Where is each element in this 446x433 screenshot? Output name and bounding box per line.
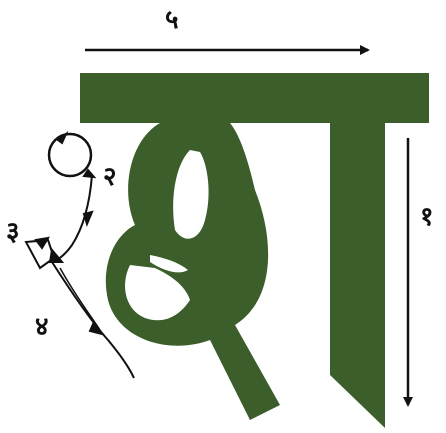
stroke-2-loop [49,134,91,176]
label-stroke-2: २ [103,162,117,192]
label-stroke-5: ५ [165,5,179,35]
stroke-3-arrowhead [36,238,48,248]
label-stroke-1: १ [420,202,434,232]
stroke-4-arrowhead [90,322,102,334]
vertical-stem [330,123,385,428]
headline-bar [80,73,429,123]
label-stroke-3: ३ [6,217,20,247]
stroke-2-arrowhead [84,212,92,224]
label-stroke-4: ४ [35,312,49,342]
stroke-3-arrowhead-2 [50,250,62,262]
